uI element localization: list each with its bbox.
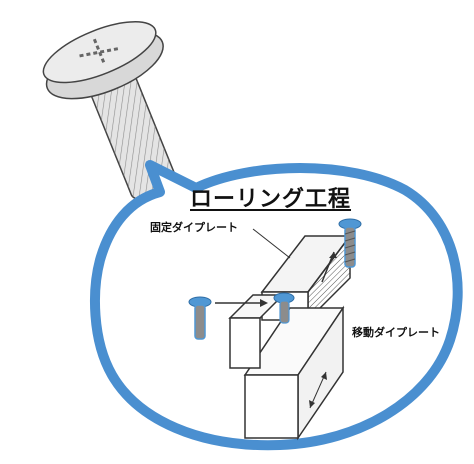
moving-die-plate: [243, 305, 345, 441]
rolled-screw-icon: [338, 218, 362, 268]
fixed-die-label: 固定ダイプレート: [150, 221, 238, 234]
rolling-screw-icon: [273, 292, 295, 324]
diagram-title: ローリング工程: [190, 187, 352, 212]
feed-arrow-head: [260, 299, 268, 307]
screw-blank-icon: [188, 296, 212, 340]
fixed-die-plate: [260, 233, 352, 322]
fixed-label-leader: [252, 228, 291, 259]
cross-recess: [79, 38, 120, 66]
moving-die-label: 移動ダイプレート: [352, 326, 440, 339]
